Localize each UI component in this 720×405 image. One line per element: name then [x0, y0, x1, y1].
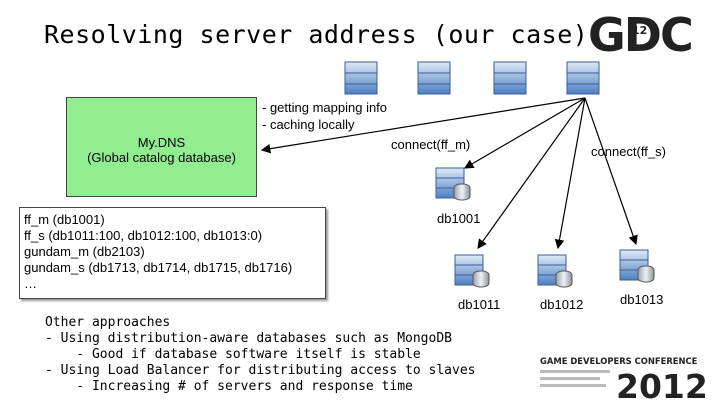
app-server	[566, 61, 600, 95]
catalog-line: ff_m (db1001)	[24, 212, 105, 227]
gdc-logo-badge: 12	[632, 24, 647, 37]
catalog-line: gundam_m (db2103)	[24, 244, 145, 259]
arrow-to-db1001	[463, 97, 586, 169]
approach-item: - Using distribution-aware databases suc…	[45, 331, 452, 346]
arrow-to-db1013	[584, 97, 638, 246]
db1012-label: db1012	[540, 297, 584, 312]
app-server	[344, 61, 378, 95]
approaches-heading: Other approaches	[45, 315, 171, 330]
db1001-label: db1001	[437, 211, 481, 226]
app-server	[493, 61, 527, 95]
slide-title: Resolving server address (our case)	[44, 20, 589, 49]
connect-ff-m-label: connect(ff_m)	[391, 137, 471, 152]
gdc-logo: GDC 12	[588, 8, 694, 58]
other-approaches: Other approaches- Using distribution-awa…	[45, 315, 475, 395]
connect-ff-s-label: connect(ff_s)	[591, 144, 666, 159]
catalog-mapping-box: ff_m (db1001) ff_s (db1011:100, db1012:1…	[19, 207, 326, 299]
mydns-name: My.DNS	[137, 135, 186, 150]
catalog-line: …	[24, 276, 37, 291]
mydns-description: (Global catalog database)	[87, 150, 236, 165]
db1013-label: db1013	[620, 292, 664, 307]
mydns-box: My.DNS (Global catalog database)	[66, 97, 257, 197]
approach-subitem: - Good if database software itself is st…	[45, 347, 421, 362]
db-server-db1013	[619, 249, 655, 283]
catalog-line: gundam_s (db1713, db1714, db1715, db1716…	[24, 260, 293, 275]
arrow-to-db1011	[477, 97, 586, 249]
footer-year: 2012	[616, 367, 708, 400]
approach-subitem: - Increasing # of servers and response t…	[45, 379, 413, 394]
db-server-db1001	[435, 167, 471, 201]
gdc-logo-text: GDC	[588, 8, 692, 58]
note-mapping: - getting mapping info	[262, 100, 388, 115]
approach-item: - Using Load Balancer for distributing a…	[45, 363, 476, 378]
app-server	[417, 61, 451, 95]
note-caching: - caching locally	[262, 117, 355, 132]
db-server-db1011	[454, 254, 490, 288]
catalog-line: ff_s (db1011:100, db1012:100, db1013:0)	[24, 228, 263, 243]
arrow-to-db1012	[554, 97, 586, 250]
gdc-2012-logo: GAME DEVELOPERS CONFERENCE 2012	[540, 356, 708, 400]
arrow-to-mydns	[260, 97, 586, 154]
db1011-label: db1011	[458, 297, 501, 312]
footer-conference: GAME DEVELOPERS CONFERENCE	[540, 356, 698, 366]
db-server-db1012	[537, 254, 573, 288]
